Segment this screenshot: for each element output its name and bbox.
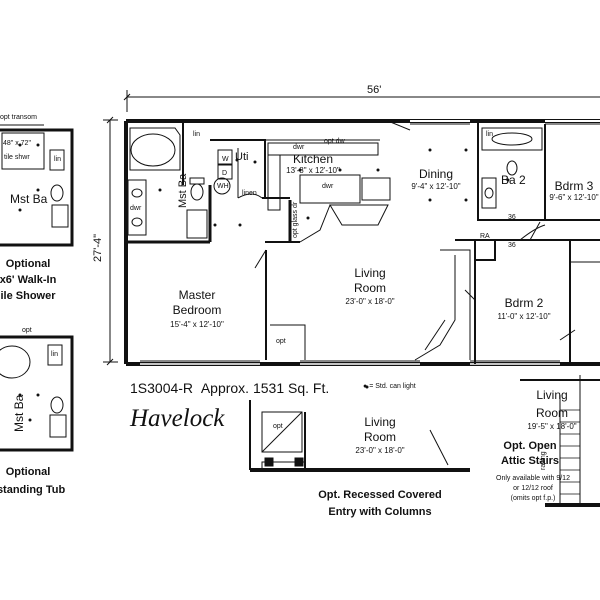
option-walk-in-shower-drawing [0, 124, 74, 247]
entry-title-2: Entry with Columns [328, 506, 432, 518]
w-label: W [222, 156, 229, 163]
walk-in-mst-ba-label: Mst Ba [10, 192, 48, 206]
wh-label: WH [217, 183, 229, 190]
depth-dimension-line [103, 116, 118, 366]
can-light-legend-dot: ● [363, 383, 368, 390]
kitchen-dim: 13'-8" x 12'-10" [286, 166, 340, 175]
opt-transom-label: opt transom [0, 114, 37, 121]
tub-title-1: Optional [5, 466, 51, 478]
opt-label-2: opt [22, 327, 32, 334]
attic-note-2: or 12/12 roof [513, 485, 553, 492]
attic-note-1: Only available with 9/12 [496, 475, 570, 482]
model-code: 1S3004-R [130, 380, 194, 396]
lin-label-4: lin [51, 351, 59, 358]
overall-depth-label: 27'-4" [92, 233, 104, 262]
living-room-dim: 23'-0" x 18'-0" [345, 297, 395, 306]
n36-label-2: 36 [508, 242, 516, 249]
attic-title-2: Attic Stairs [500, 455, 560, 467]
master-bedroom-dim: 15'-4" x 12'-10" [170, 320, 224, 329]
width-dimension-line [123, 90, 600, 112]
bdrm3-dim: 9'-6" x 12'-10" [549, 193, 599, 202]
entry-living-dim: 23'-0" x 18'-0" [355, 446, 405, 455]
opt-glass-dr-label: opt glass dr [292, 201, 299, 238]
attic-living-name-1: Living [536, 388, 568, 402]
bdrm3-name: Bdrm 3 [554, 179, 594, 193]
dwr-label-1: dwr [293, 144, 305, 151]
can-light-legend-text: = Std. can light [369, 383, 416, 390]
n36-label-1: 36 [508, 214, 516, 221]
can-light-legend: ● = Std. can light [363, 383, 416, 390]
lin-label-2: lin [486, 131, 494, 138]
lin-label-1: lin [193, 131, 201, 138]
entry-title-1: Opt. Recessed Covered [318, 489, 442, 501]
shower-size-label: 48" x 72" [3, 140, 31, 147]
tub-title-2: estanding Tub [0, 484, 66, 496]
walk-in-title-2: x6' Walk-In [0, 274, 57, 286]
d-label: D [222, 170, 228, 177]
ra-label: RA [480, 233, 490, 240]
entry-living-name-1: Living [364, 415, 396, 429]
can-light-symbols [18, 143, 510, 422]
walk-in-title-3: ile Shower [0, 290, 56, 302]
tub-mst-ba-label: Mst Ba [12, 394, 26, 432]
lin-label-3: lin [54, 156, 62, 163]
opt-dw-label: opt dw [324, 138, 345, 145]
uti-name: Uti [235, 151, 249, 163]
attic-living-name-2: Room [535, 406, 569, 420]
main-floor-plan [124, 119, 600, 366]
attic-note-3: (omits opt f.p.) [510, 495, 556, 502]
square-footage: Approx. 1531 Sq. Ft. [200, 380, 330, 396]
opt-label-1: opt [276, 338, 286, 345]
option-recessed-entry-drawing [249, 400, 470, 472]
option-freestanding-tub-drawing [0, 335, 74, 452]
entry-living-name-2: Room [363, 430, 397, 444]
master-bedroom-name-1: Master [178, 288, 216, 302]
mst-ba-name: Mst Ba [177, 173, 189, 208]
living-room-name-1: Living [354, 266, 386, 280]
option-attic-stairs-drawing [520, 375, 600, 507]
dwr-label-3: dwr [130, 205, 142, 212]
kitchen-name: Kitchen [292, 152, 334, 166]
bdrm2-name: Bdrm 2 [504, 296, 544, 310]
walk-in-title-1: Optional [5, 258, 51, 270]
model-number: 1S3004-R Approx. 1531 Sq. Ft. [130, 381, 329, 396]
dwr-label-2: dwr [322, 183, 334, 190]
overall-width-label: 56' [367, 84, 382, 96]
master-bedroom-name-2: Bedroom [172, 303, 222, 317]
linen-label: linen [242, 190, 257, 197]
attic-title-1: Opt. Open [503, 440, 557, 452]
bdrm2-dim: 11'-0" x 12'-10" [497, 312, 551, 321]
tile-shower-label: tile shwr [4, 154, 30, 161]
ba2-name: Ba 2 [501, 173, 526, 187]
plan-name: Havelock [130, 405, 225, 432]
opt-label-3: opt [273, 423, 283, 430]
living-room-name-2: Room [353, 281, 387, 295]
dining-name: Dining [418, 167, 454, 181]
dining-dim: 9'-4" x 12'-10" [411, 182, 461, 191]
attic-living-dim: 19'-5" x 18'-0" [527, 422, 577, 431]
